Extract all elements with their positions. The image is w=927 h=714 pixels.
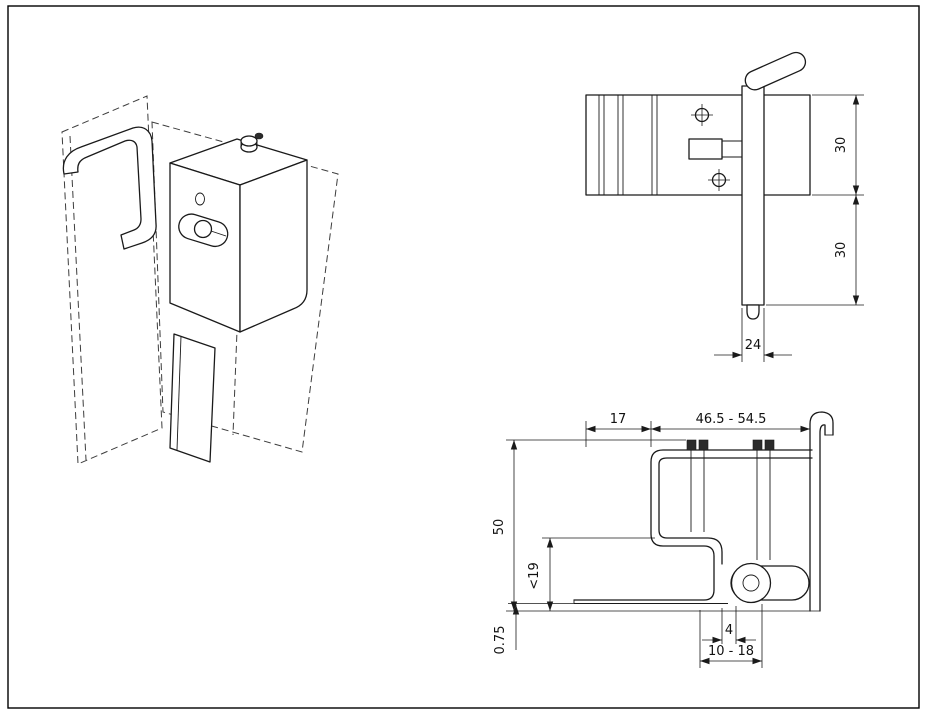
hinge-body-left-face xyxy=(169,162,241,333)
hinge-strap xyxy=(62,126,157,250)
locking-pin-rod xyxy=(741,85,765,306)
mount-plate-inner xyxy=(819,424,826,612)
panel-left-hidden xyxy=(61,95,163,465)
top-boss-cap xyxy=(240,135,258,147)
pin-section-outer xyxy=(730,562,772,604)
clamp-screw-head xyxy=(752,439,763,451)
panel-right-hidden xyxy=(151,121,339,453)
dim-label-inner-clearance: <19 xyxy=(527,562,542,589)
pin-section-inner xyxy=(742,574,760,592)
lower-leaf-fold-line xyxy=(176,335,182,451)
ball-pin-shaft xyxy=(210,230,227,237)
section-view: 17 46.5 - 54.5 50 <19 0.75 4 10 - 18 xyxy=(492,411,834,668)
dim-label-gap: 4 xyxy=(725,623,733,638)
dim-label-leaf-thickness: 0.75 xyxy=(493,626,508,655)
pin-handle xyxy=(744,51,807,91)
dim-label-upper-height: 30 xyxy=(834,137,849,154)
profile-outer-surface xyxy=(573,449,813,601)
ball-pin-head xyxy=(193,219,213,239)
latch-slot xyxy=(688,138,723,160)
profile-inner-surface xyxy=(658,457,813,565)
dim-label-clamp-range: 46.5 - 54.5 xyxy=(696,412,767,427)
clamp-screw-head xyxy=(764,439,775,451)
clamp-screw-head xyxy=(686,439,697,451)
dim-label-left-offset: 17 xyxy=(610,412,627,427)
face-hole xyxy=(195,192,205,206)
dim-label-pin-width: 24 xyxy=(745,338,762,353)
lower-leaf xyxy=(169,333,216,463)
top-screw-head xyxy=(254,132,264,140)
sheet-frame xyxy=(7,5,920,709)
dim-label-adjust-range: 10 - 18 xyxy=(708,644,754,659)
front-view: 30 30 24 xyxy=(585,51,864,362)
pin-tip xyxy=(746,304,760,320)
mount-plate-outer xyxy=(809,411,834,612)
clamp-screw-head xyxy=(698,439,709,451)
panel-left-thickness-line xyxy=(69,135,87,461)
dim-label-overall-height: 50 xyxy=(492,519,507,536)
hinge-body-front-face xyxy=(239,159,308,333)
dim-label-lower-height: 30 xyxy=(834,242,849,259)
isometric-view xyxy=(61,95,339,465)
